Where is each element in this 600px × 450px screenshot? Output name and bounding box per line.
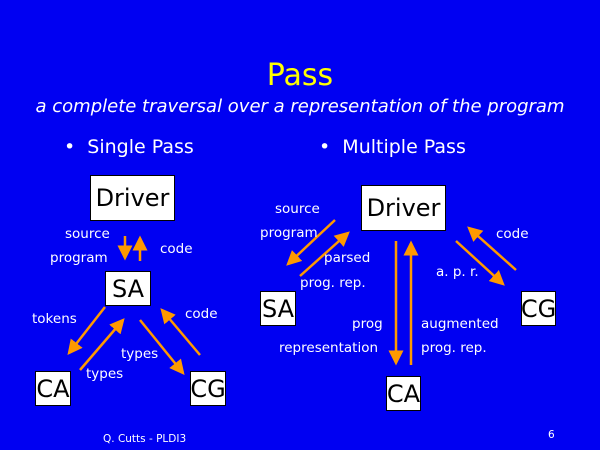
slide-title: Pass bbox=[266, 58, 334, 93]
mp-sa-box: SA bbox=[260, 291, 296, 326]
mp-label-source: source bbox=[275, 201, 320, 217]
bullet-single-pass: • Single Pass bbox=[64, 136, 194, 158]
mp-label-program: program bbox=[260, 225, 318, 241]
mp-label-code: code bbox=[496, 226, 529, 242]
bullet-icon: • bbox=[64, 136, 88, 158]
sp-sa-box: SA bbox=[105, 271, 151, 306]
mp-label-apr: a. p. r. bbox=[436, 264, 479, 280]
sp-cg-box: CG bbox=[190, 371, 226, 406]
page-number: 6 bbox=[548, 429, 555, 441]
arrow-mp-source-program bbox=[286, 219, 336, 266]
mp-driver-box: Driver bbox=[361, 185, 446, 231]
sp-label-tokens: tokens bbox=[32, 311, 77, 327]
mp-label-parsed: parsed bbox=[324, 250, 371, 266]
mp-ca-box: CA bbox=[386, 376, 421, 411]
mp-label-representation: representation bbox=[279, 340, 379, 356]
sp-label-source: source bbox=[65, 226, 110, 242]
arrow-types-ca bbox=[79, 318, 125, 371]
sp-ca-box: CA bbox=[35, 371, 71, 406]
arrow-code-cg bbox=[160, 308, 201, 356]
bullet-multiple-pass: • Multiple Pass bbox=[319, 136, 466, 158]
arrow-mp-code bbox=[467, 226, 517, 271]
mp-label-prog-rep: prog. rep. bbox=[300, 275, 366, 291]
bullet-icon: • bbox=[319, 136, 343, 158]
mp-label-augmented: augmented bbox=[421, 316, 499, 332]
sp-label-types-cg: types bbox=[121, 346, 159, 362]
sp-label-program: program bbox=[50, 250, 108, 266]
mp-label-aug-prog-rep: prog. rep. bbox=[421, 340, 487, 356]
arrow-types-cg bbox=[139, 319, 185, 375]
mp-label-prog: prog bbox=[352, 316, 383, 332]
arrow-mp-parsed bbox=[299, 231, 350, 277]
footer-author: Q. Cutts - PLDI3 bbox=[103, 433, 187, 445]
mp-cg-box: CG bbox=[521, 291, 556, 326]
arrow-tokens bbox=[67, 306, 106, 355]
slide-subtitle: a complete traversal over a representati… bbox=[35, 96, 565, 117]
sp-label-types-ca: types bbox=[86, 366, 124, 382]
sp-label-code: code bbox=[160, 241, 193, 257]
sp-label-code-cg: code bbox=[185, 306, 218, 322]
arrow-mp-apr bbox=[455, 240, 505, 286]
sp-driver-box: Driver bbox=[90, 175, 175, 221]
